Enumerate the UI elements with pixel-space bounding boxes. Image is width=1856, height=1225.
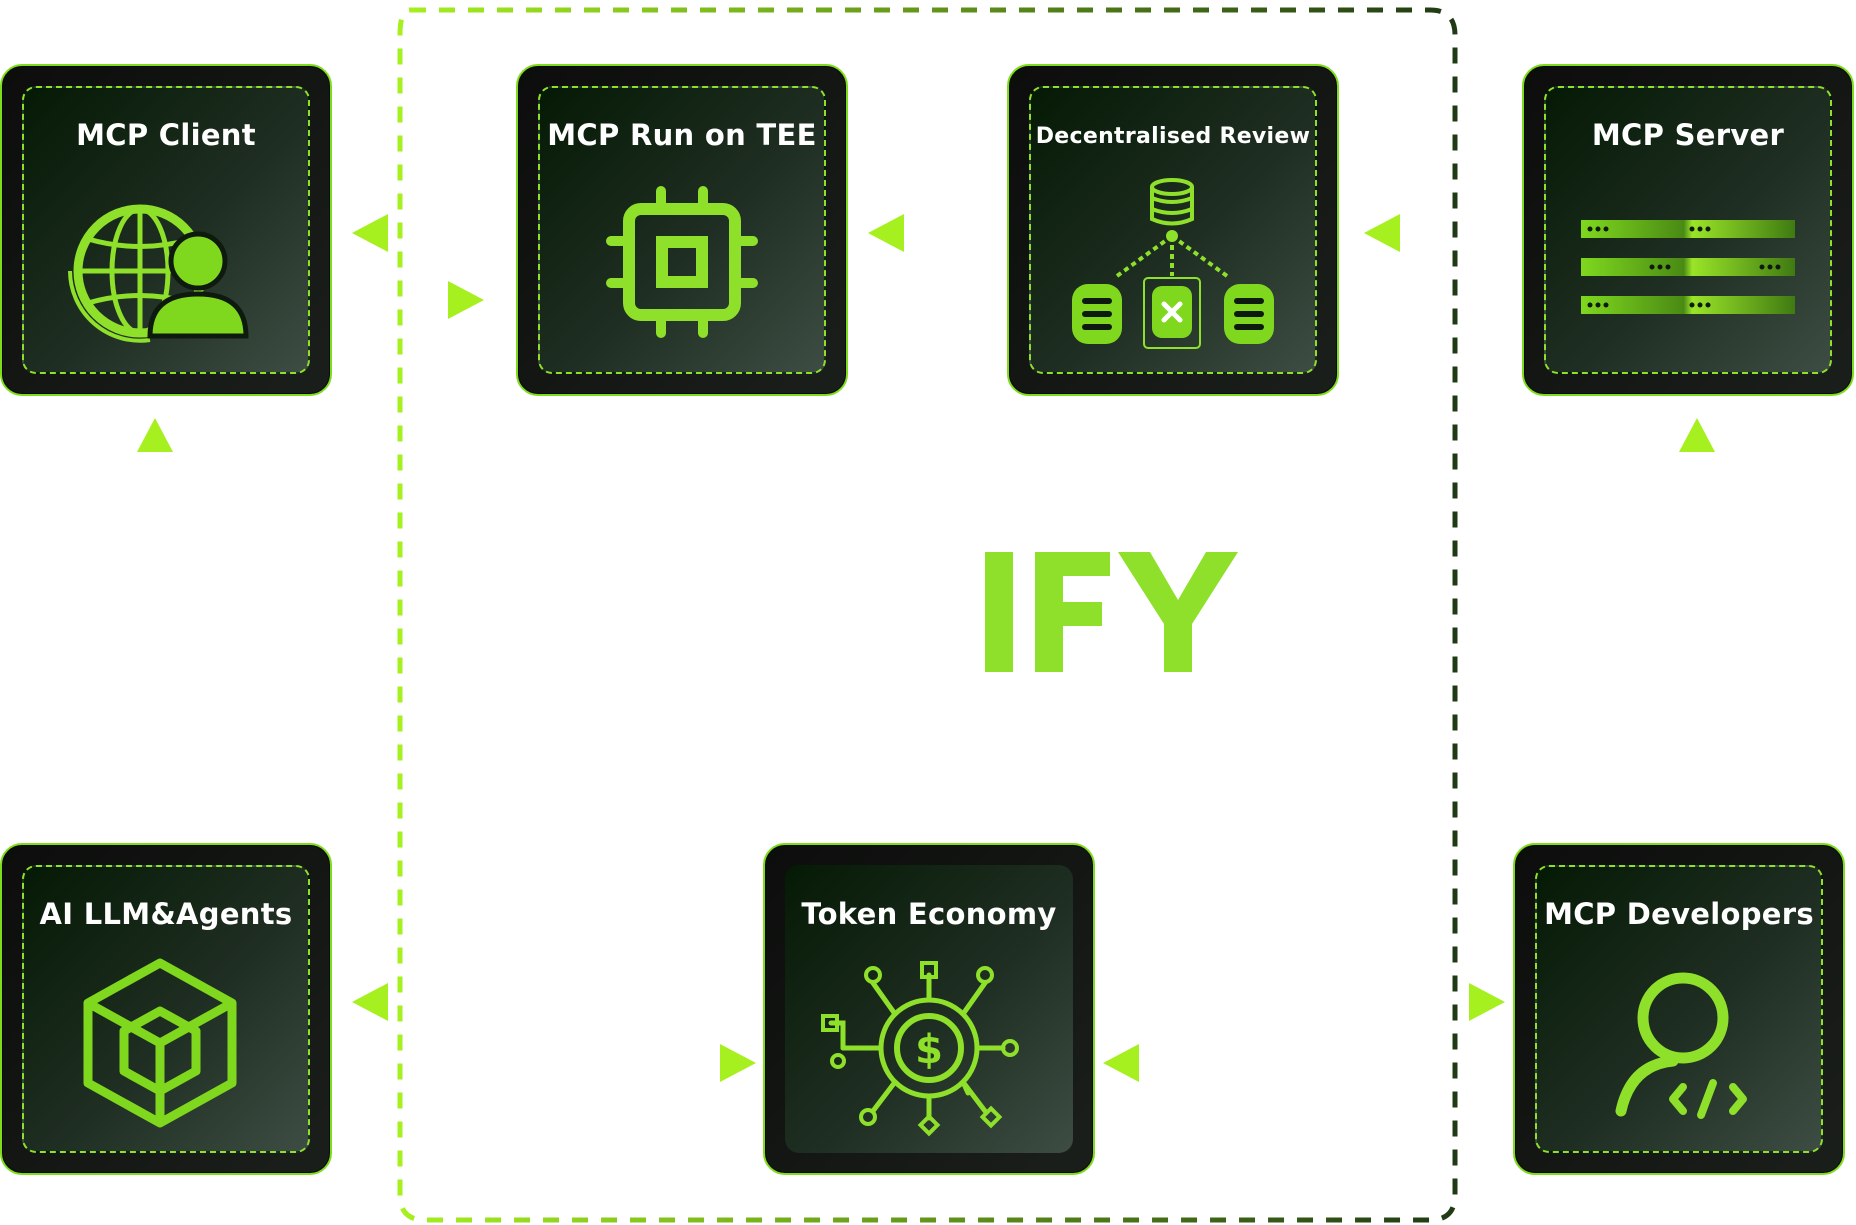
node-mcp-server: MCP Server [1522, 64, 1854, 396]
connectors [137, 214, 1715, 1082]
logo-letter-m [625, 552, 813, 672]
arrowhead-left [352, 983, 388, 1021]
arrowhead-right [720, 1044, 756, 1082]
logo-hex-mark [808, 596, 832, 625]
logo-letters-ify [985, 552, 1238, 672]
node-title: MCP Client [76, 118, 256, 152]
node-ai-llm-agents: AI LLM&Agents [0, 843, 332, 1175]
arrowhead-left [1364, 214, 1400, 252]
arrowhead-left [352, 214, 388, 252]
arrowhead-up [1679, 418, 1715, 452]
arrowhead-left [868, 214, 904, 252]
chip-icon [606, 186, 758, 338]
node-title: MCP Developers [1544, 897, 1814, 931]
node-decentralised-review: Decentralised Review [1007, 64, 1339, 396]
node-title: MCP Run on TEE [547, 118, 817, 152]
node-title: Token Economy [801, 897, 1057, 931]
developer-code-icon [1615, 972, 1747, 1119]
node-mcp-run-on-tee: MCP Run on TEE [516, 64, 848, 396]
node-mcp-developers: MCP Developers [1513, 843, 1845, 1175]
globe-user-icon [68, 204, 249, 343]
svg-text:$: $ [915, 1027, 943, 1073]
node-mcp-client: MCP Client [0, 64, 332, 396]
database-network-icon [1072, 178, 1274, 349]
node-title: MCP Server [1591, 118, 1785, 152]
node-title: Decentralised Review [1035, 124, 1311, 149]
arrowhead-right [448, 281, 484, 319]
server-rack-icon [1581, 220, 1795, 314]
cube-icon [83, 958, 237, 1128]
dollar-network-icon: $ [821, 961, 1019, 1137]
central-frame [397, 7, 1458, 1223]
arrowhead-right [1469, 983, 1505, 1021]
arrowhead-left [1103, 1044, 1139, 1082]
logo-letter-p [878, 552, 985, 672]
mcpify-logo [625, 549, 1238, 675]
node-title: AI LLM&Agents [39, 897, 293, 931]
arrowhead-up [137, 418, 173, 452]
node-token-economy: Token Economy $ [763, 843, 1095, 1175]
